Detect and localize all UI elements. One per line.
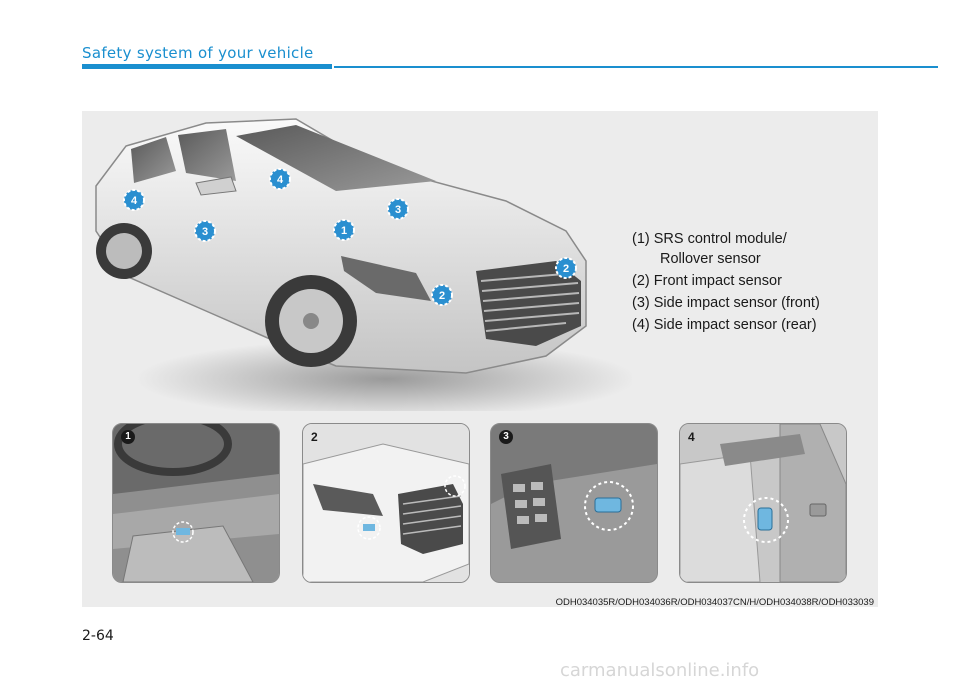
marker-2a-label: 2	[439, 290, 445, 302]
marker-3a: 3	[194, 220, 216, 242]
thumbnail-2-front-sensor: 2	[302, 423, 470, 583]
legend-item-2: (2) Front impact sensor	[632, 271, 872, 291]
marker-2b: 2	[555, 257, 577, 279]
legend-item-1-text: SRS control module/	[653, 231, 787, 247]
marker-4b: 4	[269, 168, 291, 190]
thumbnail-2-number: 2	[311, 430, 318, 444]
legend-item-2-text: Front impact sensor	[653, 273, 782, 289]
thumbnail-4-rear-side-sensor: 4	[679, 423, 847, 583]
sensor-legend: (1) SRS control module/ Rollover sensor …	[632, 229, 872, 337]
marker-1: 1	[333, 219, 355, 241]
legend-item-4-text: Side impact sensor (rear)	[653, 317, 817, 333]
side-window-rear	[131, 137, 176, 183]
thumbnail-3-number: 3	[499, 430, 513, 444]
door-illustration	[491, 424, 657, 582]
section-header-title: Safety system of your vehicle	[82, 44, 314, 62]
marker-4a-label: 4	[131, 195, 138, 207]
marker-3b-label: 3	[395, 204, 401, 216]
image-code: ODH034035R/ODH034036R/ODH034037CN/H/ODH0…	[555, 597, 874, 608]
headlight	[341, 256, 431, 301]
header-rule-thin	[334, 66, 938, 68]
thumbnail-1-control-module: 1	[112, 423, 280, 583]
legend-item-4: (4) Side impact sensor (rear)	[632, 315, 872, 335]
legend-item-3: (3) Side impact sensor (front)	[632, 293, 872, 313]
legend-item-1: (1) SRS control module/ Rollover sensor	[632, 229, 872, 269]
side-mirror	[195, 176, 237, 196]
front-car-illustration	[303, 424, 469, 582]
legend-item-1-cont: Rollover sensor	[660, 251, 761, 267]
marker-2a: 2	[431, 284, 453, 306]
marker-2b-label: 2	[563, 263, 569, 275]
marker-1-label: 1	[341, 225, 347, 237]
figure-panel: 1 2 2 3 3 4 4 (1) SRS control	[82, 111, 878, 608]
watermark-text: carmanualsonline.info	[560, 660, 760, 681]
windshield	[236, 125, 436, 191]
legend-item-1-num: (1)	[632, 231, 650, 247]
marker-4b-label: 4	[277, 174, 284, 186]
car-illustration: 1 2 2 3 3 4 4	[95, 118, 632, 411]
page-number: 2-64	[82, 628, 114, 644]
legend-item-3-text: Side impact sensor (front)	[653, 295, 820, 311]
console-illustration	[113, 424, 279, 582]
marker-3b: 3	[387, 198, 409, 220]
header-rule-thick	[82, 64, 332, 69]
thumbnail-4-number: 4	[688, 430, 695, 444]
legend-item-4-num: (4)	[632, 317, 650, 333]
legend-item-3-num: (3)	[632, 295, 650, 311]
thumbnail-3-front-side-sensor: 3	[490, 423, 658, 583]
marker-3a-label: 3	[202, 226, 208, 238]
side-window-front	[178, 129, 236, 181]
thumbnail-1-number: 1	[121, 430, 135, 444]
marker-4a: 4	[123, 189, 145, 211]
rear-pillar-illustration	[680, 424, 846, 582]
legend-item-2-num: (2)	[632, 273, 650, 289]
